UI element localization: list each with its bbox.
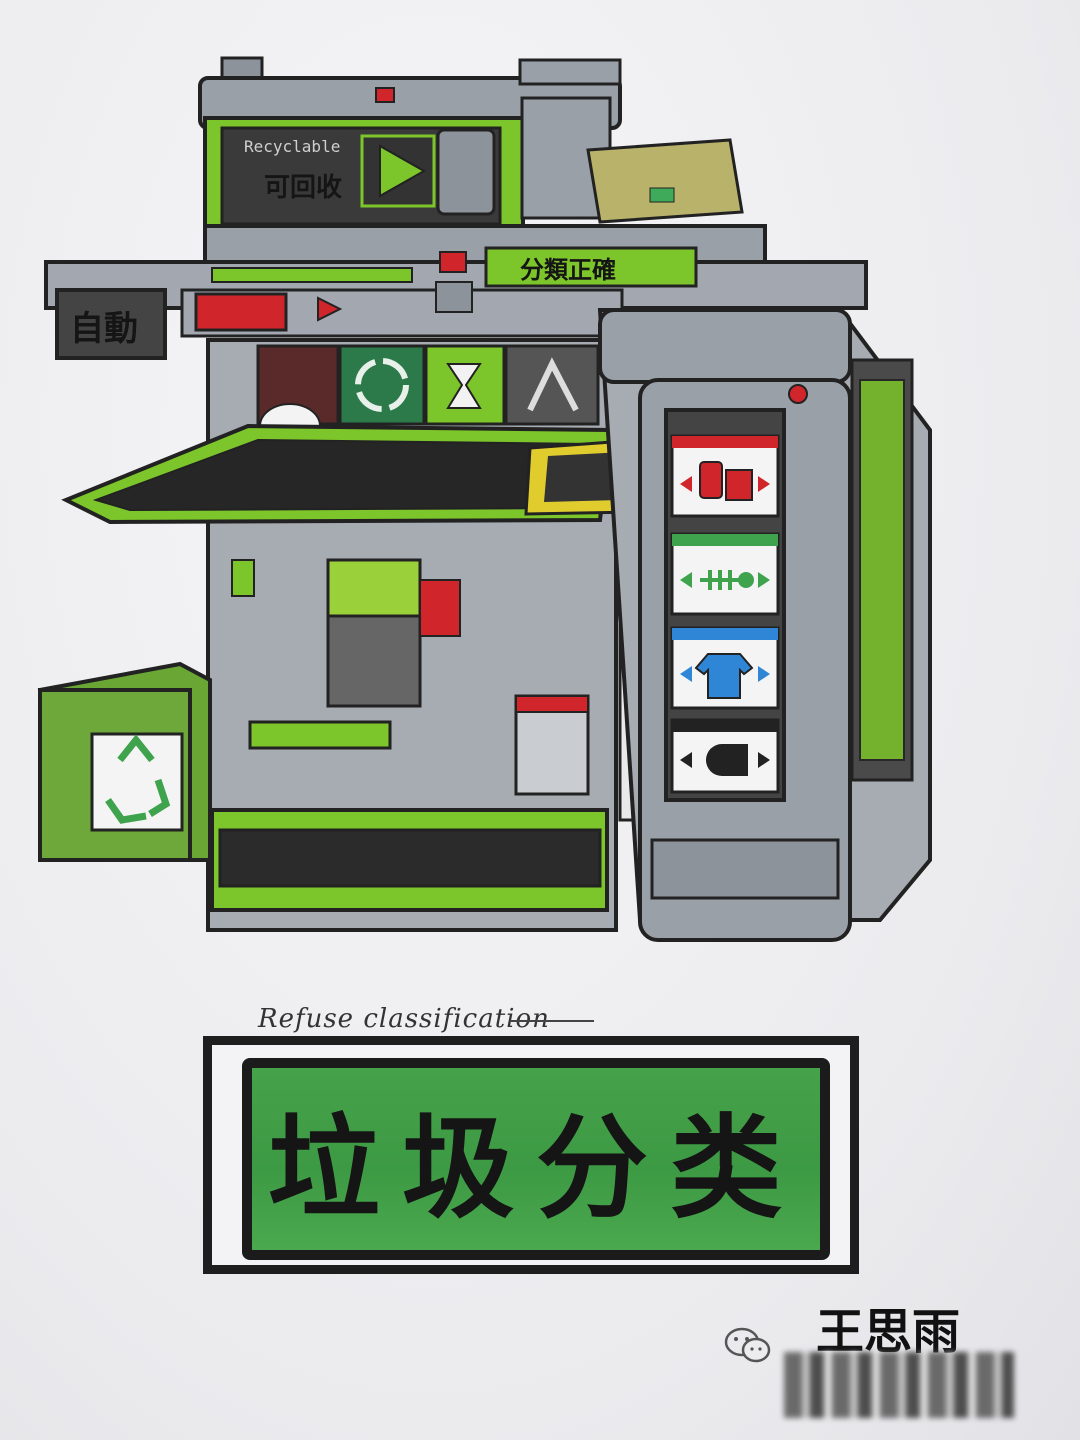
- category-strip: [256, 344, 600, 449]
- caption-underline: [510, 1020, 594, 1022]
- side-tower: [597, 308, 932, 942]
- title-banner: 垃圾分类: [242, 1058, 830, 1260]
- mid-band: 分類正確 自動: [44, 224, 868, 360]
- recycling-bin: [37, 661, 212, 862]
- auto-label: 自動: [70, 309, 138, 349]
- category-panel-red: [670, 434, 780, 518]
- recyclable-sign: Recyclable 可回收: [203, 116, 525, 236]
- recycling-station-drawing: Recyclable 可回收 分類正確 自動: [37, 56, 932, 942]
- sign-label-cn: 可回收: [264, 173, 342, 203]
- interior-machinery: [231, 518, 644, 822]
- category-panel-green: [670, 532, 780, 616]
- author-name: 王思雨: [816, 1304, 961, 1360]
- bin-recycle-icon: [105, 734, 171, 824]
- shirt-icon: [694, 653, 754, 699]
- bottle-icon: [699, 461, 723, 499]
- title-text: 垃圾分类: [268, 1104, 804, 1234]
- parcel-box: [520, 96, 744, 224]
- fishbone-icon: [700, 570, 740, 590]
- blurred-watermark: [784, 1352, 1014, 1418]
- hourglass-icon: [446, 363, 482, 409]
- arrow-up-icon: [527, 357, 579, 412]
- category-panel-black: [670, 718, 780, 794]
- caption-text: Refuse classification: [258, 1004, 550, 1034]
- sign-label-en: Recyclable: [244, 137, 340, 156]
- recycle-icon: [355, 358, 409, 412]
- classify-label: 分類正確: [520, 256, 616, 284]
- wechat-icon: [724, 1327, 771, 1363]
- conveyor-chute: [61, 423, 642, 525]
- red-arrow-icon: [317, 296, 343, 322]
- category-panel-blue: [670, 626, 780, 710]
- play-arrow-icon: [379, 144, 427, 198]
